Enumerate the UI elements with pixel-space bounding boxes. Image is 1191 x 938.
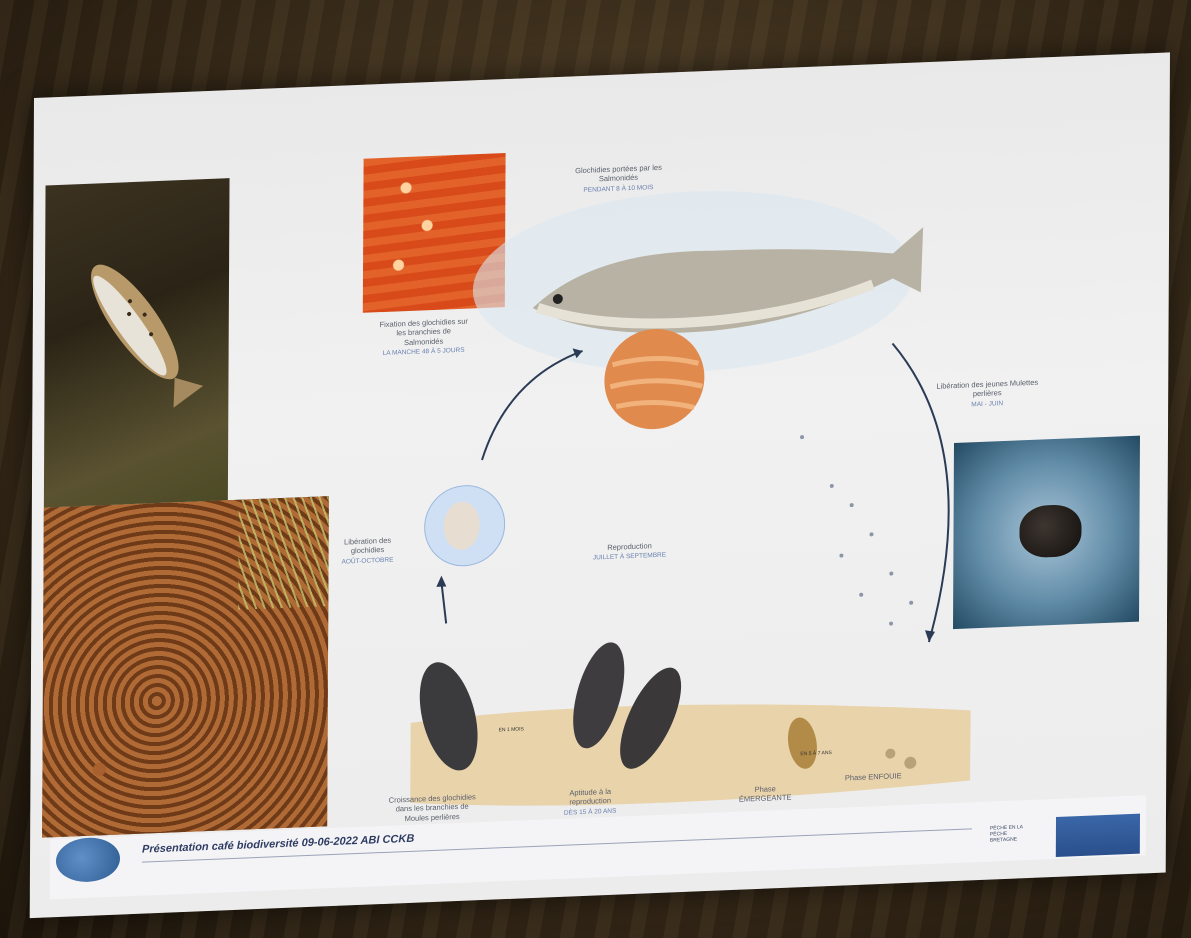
release-young-label: Libération des jeunes Mulettes perlières… <box>932 377 1042 410</box>
release-young-label-text: Libération des jeunes Mulettes perlières <box>936 378 1038 399</box>
release-label-text: Libération des glochidies <box>344 536 391 556</box>
abi-logo <box>56 837 120 884</box>
federation-logo-text: PÊCHE EN LA PÊCHE BRETAGNE <box>990 824 1030 844</box>
buried-label-text: Phase ENFOUIE <box>845 771 902 782</box>
trout-photo <box>44 178 230 507</box>
life-cycle-diagram <box>330 120 974 826</box>
release-young-sub-text: MAI - JUIN <box>932 398 1042 411</box>
juvenile-mussel-photo <box>953 436 1140 630</box>
aquatic-weed <box>238 496 329 610</box>
bretagne-vivante-logo <box>1056 814 1140 857</box>
aptitude-label: Aptitude à la reproduction DÈS 15 À 20 A… <box>550 786 630 818</box>
fish-label: Glochidies portées par les Salmonidés PE… <box>563 162 673 195</box>
reproduction-label: Reproduction JUILLET À SEPTEMBRE <box>579 540 679 564</box>
gill-label-text: Fixation des glochidies sur les branchie… <box>380 317 468 347</box>
reproduction-label-text: Reproduction <box>607 541 652 552</box>
fish-label-text: Glochidies portées par les Salmonidés <box>575 163 662 184</box>
emergent-label-text: Phase ÉMERGEANTE <box>739 784 792 804</box>
aptitude-label-text: Aptitude à la reproduction <box>569 787 611 807</box>
mussel-colony-photo <box>42 496 329 838</box>
growth-label-text: Croissance des glochidies dans les branc… <box>389 792 476 823</box>
emergent-label: Phase ÉMERGEANTE <box>730 783 800 805</box>
juvenile-mussel <box>1019 504 1081 559</box>
gill-label: Fixation des glochidies sur les branchie… <box>379 317 469 359</box>
arrow-label-1: EN 1 MOIS <box>499 726 524 733</box>
release-label: Libération des glochidies AOÛT-OCTOBRE <box>337 535 397 566</box>
arrow-label-2: EN 5 À 7 ANS <box>800 750 831 757</box>
growth-label: Croissance des glochidies dans les branc… <box>386 792 478 824</box>
projection-screen: Glochidies portées par les Salmonidés PE… <box>30 52 1170 918</box>
